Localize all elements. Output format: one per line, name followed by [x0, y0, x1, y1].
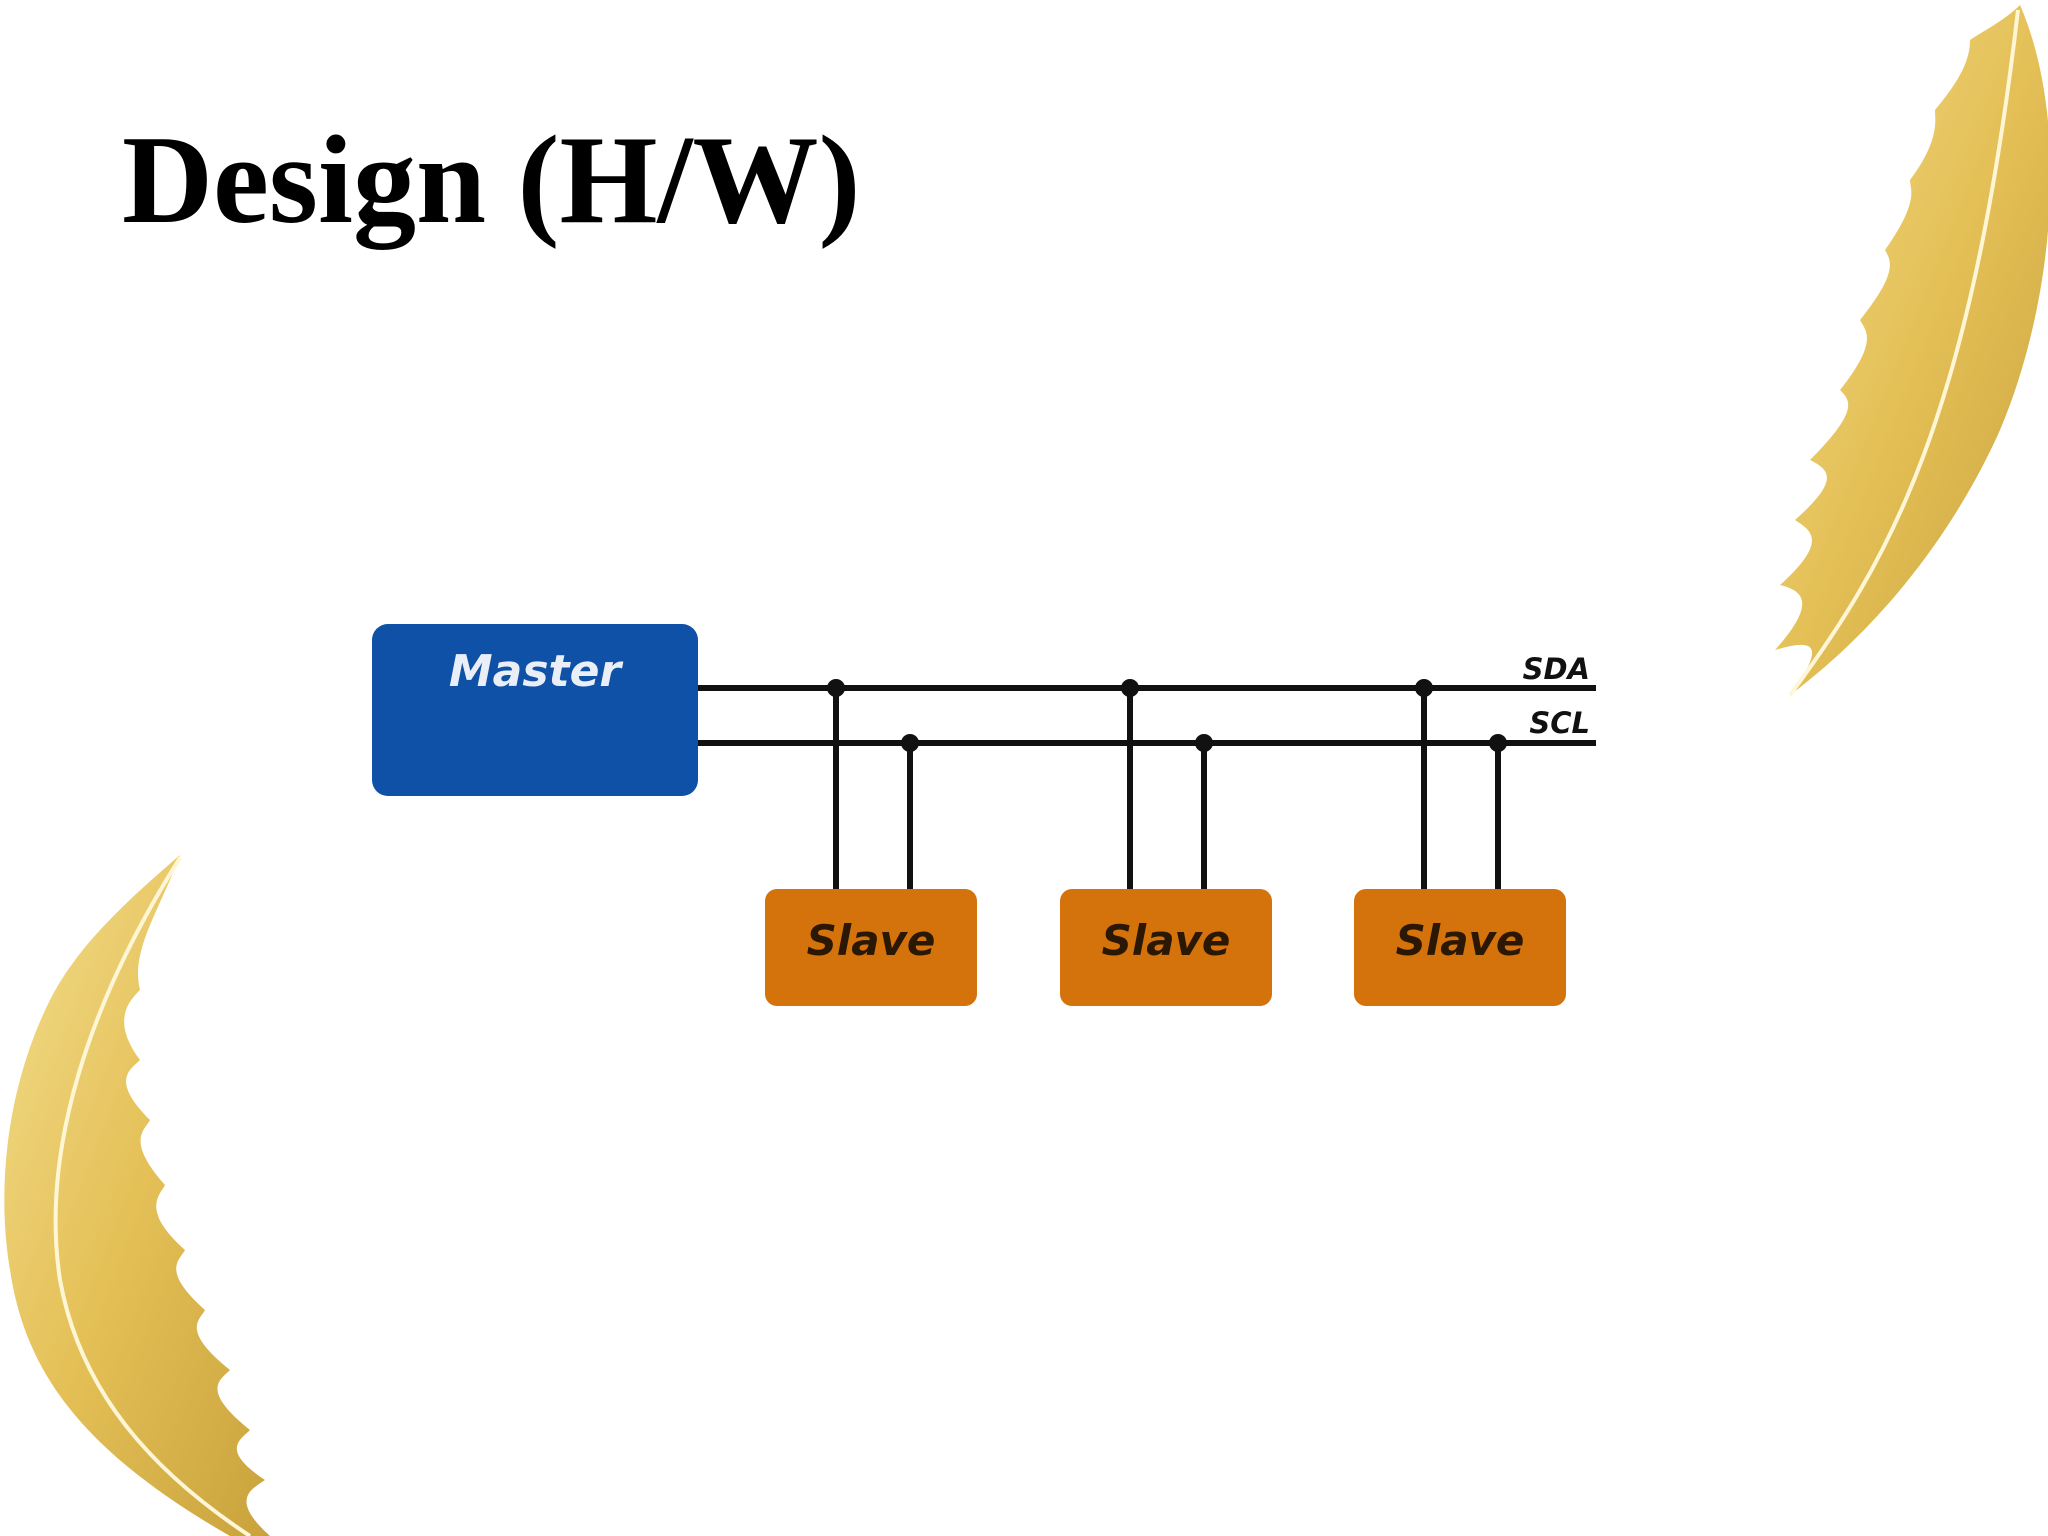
slave-3-sda-junction — [1415, 679, 1433, 697]
slave-device-2: Slave — [1060, 679, 1272, 1006]
master-box — [372, 624, 698, 796]
gold-feather-decoration-right — [1775, 5, 2048, 697]
slave-3-box — [1354, 889, 1566, 1006]
slave-2-box — [1060, 889, 1272, 1006]
gold-feather-decoration-left — [4, 855, 271, 1536]
scl-label: SCL — [1529, 706, 1590, 740]
master-device: Master — [372, 624, 698, 796]
slide-title: Design (H/W) — [122, 111, 861, 250]
slave-device-1: Slave — [765, 679, 977, 1006]
sda-label: SDA — [1523, 652, 1590, 686]
slave-device-3: Slave — [1354, 679, 1566, 1006]
slave-3-label: Slave — [1396, 916, 1525, 965]
slave-1-scl-junction — [901, 734, 919, 752]
slave-2-sda-junction — [1121, 679, 1139, 697]
master-label: Master — [449, 646, 624, 697]
slave-1-sda-junction — [827, 679, 845, 697]
slave-3-scl-junction — [1489, 734, 1507, 752]
slave-1-box — [765, 889, 977, 1006]
slave-2-scl-junction — [1195, 734, 1213, 752]
slave-2-label: Slave — [1102, 916, 1231, 965]
slave-1-label: Slave — [807, 916, 936, 965]
